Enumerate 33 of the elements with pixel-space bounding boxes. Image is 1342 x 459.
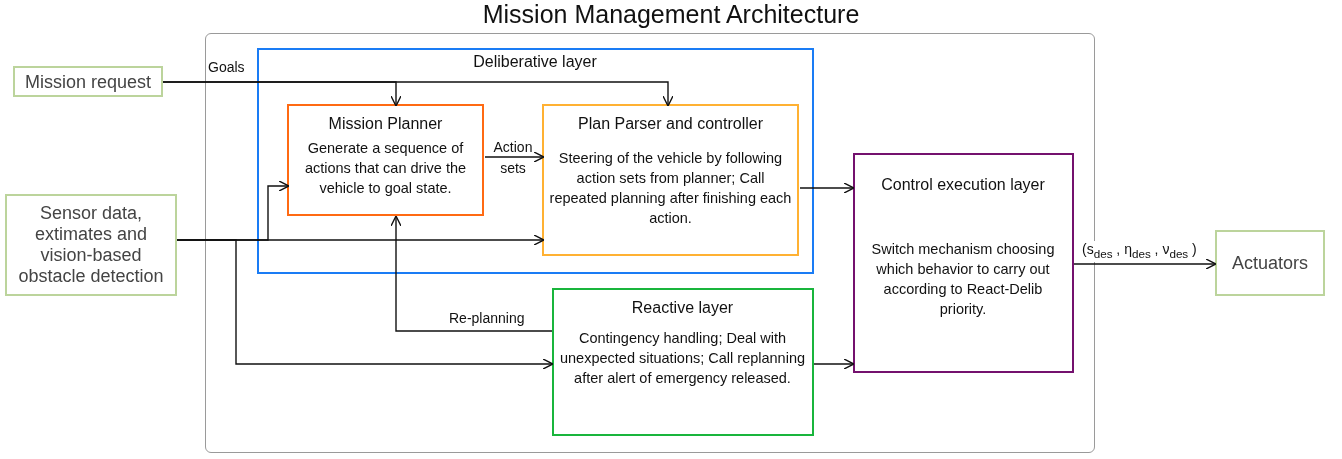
input-box bbox=[13, 66, 163, 97]
box-text: Contingency handling; Deal with unexpected situations; Call replanning after alert of emergency released. bbox=[558, 328, 807, 388]
edge-label: Goals bbox=[208, 59, 245, 75]
box-text: Switch mechanism choosing which behavior to carry out according to React-Delib priority. bbox=[870, 239, 1056, 319]
edge-label: (s$_{des}$ , η$_{des}$ , ν$_{des}$ ) bbox=[1082, 241, 1197, 262]
box-title: Reactive layer bbox=[631, 297, 734, 318]
edge-label: Re-planning bbox=[449, 310, 525, 326]
layer-box bbox=[256, 47, 814, 274]
box-text: Actuators bbox=[1231, 253, 1308, 273]
layer-box bbox=[551, 287, 814, 436]
box-text: Steering of the vehicle by following action sets from planner; Call repeated planning after finishing each action. bbox=[548, 149, 793, 228]
arrow bbox=[799, 182, 855, 194]
box-text: Mission request bbox=[24, 71, 152, 92]
arrow bbox=[813, 358, 855, 370]
system-boundary bbox=[205, 33, 1095, 453]
box-title: Deliberative layer bbox=[473, 51, 597, 72]
box-text: Sensor data, extimates and vision-based obstacle detection bbox=[17, 203, 165, 287]
arrow bbox=[162, 81, 674, 107]
box-title: Mission Planner bbox=[328, 114, 443, 134]
input-box bbox=[5, 194, 177, 296]
box-title: Control execution layer bbox=[881, 174, 1045, 195]
process-box bbox=[542, 104, 799, 256]
box-text: Generate a sequence of actions that can drive the vehicle to goal state. bbox=[303, 139, 468, 198]
arrow bbox=[1073, 258, 1217, 270]
arrow bbox=[390, 215, 553, 332]
arrow bbox=[176, 239, 554, 370]
process-box bbox=[287, 104, 484, 216]
arrow bbox=[484, 151, 545, 163]
output-box bbox=[1215, 230, 1325, 296]
box-title: Plan Parser and controller bbox=[578, 114, 763, 134]
edge-label: Action sets bbox=[492, 138, 534, 178]
diagram-title: Mission Management Architecture bbox=[481, 0, 861, 29]
layer-box bbox=[852, 152, 1074, 373]
